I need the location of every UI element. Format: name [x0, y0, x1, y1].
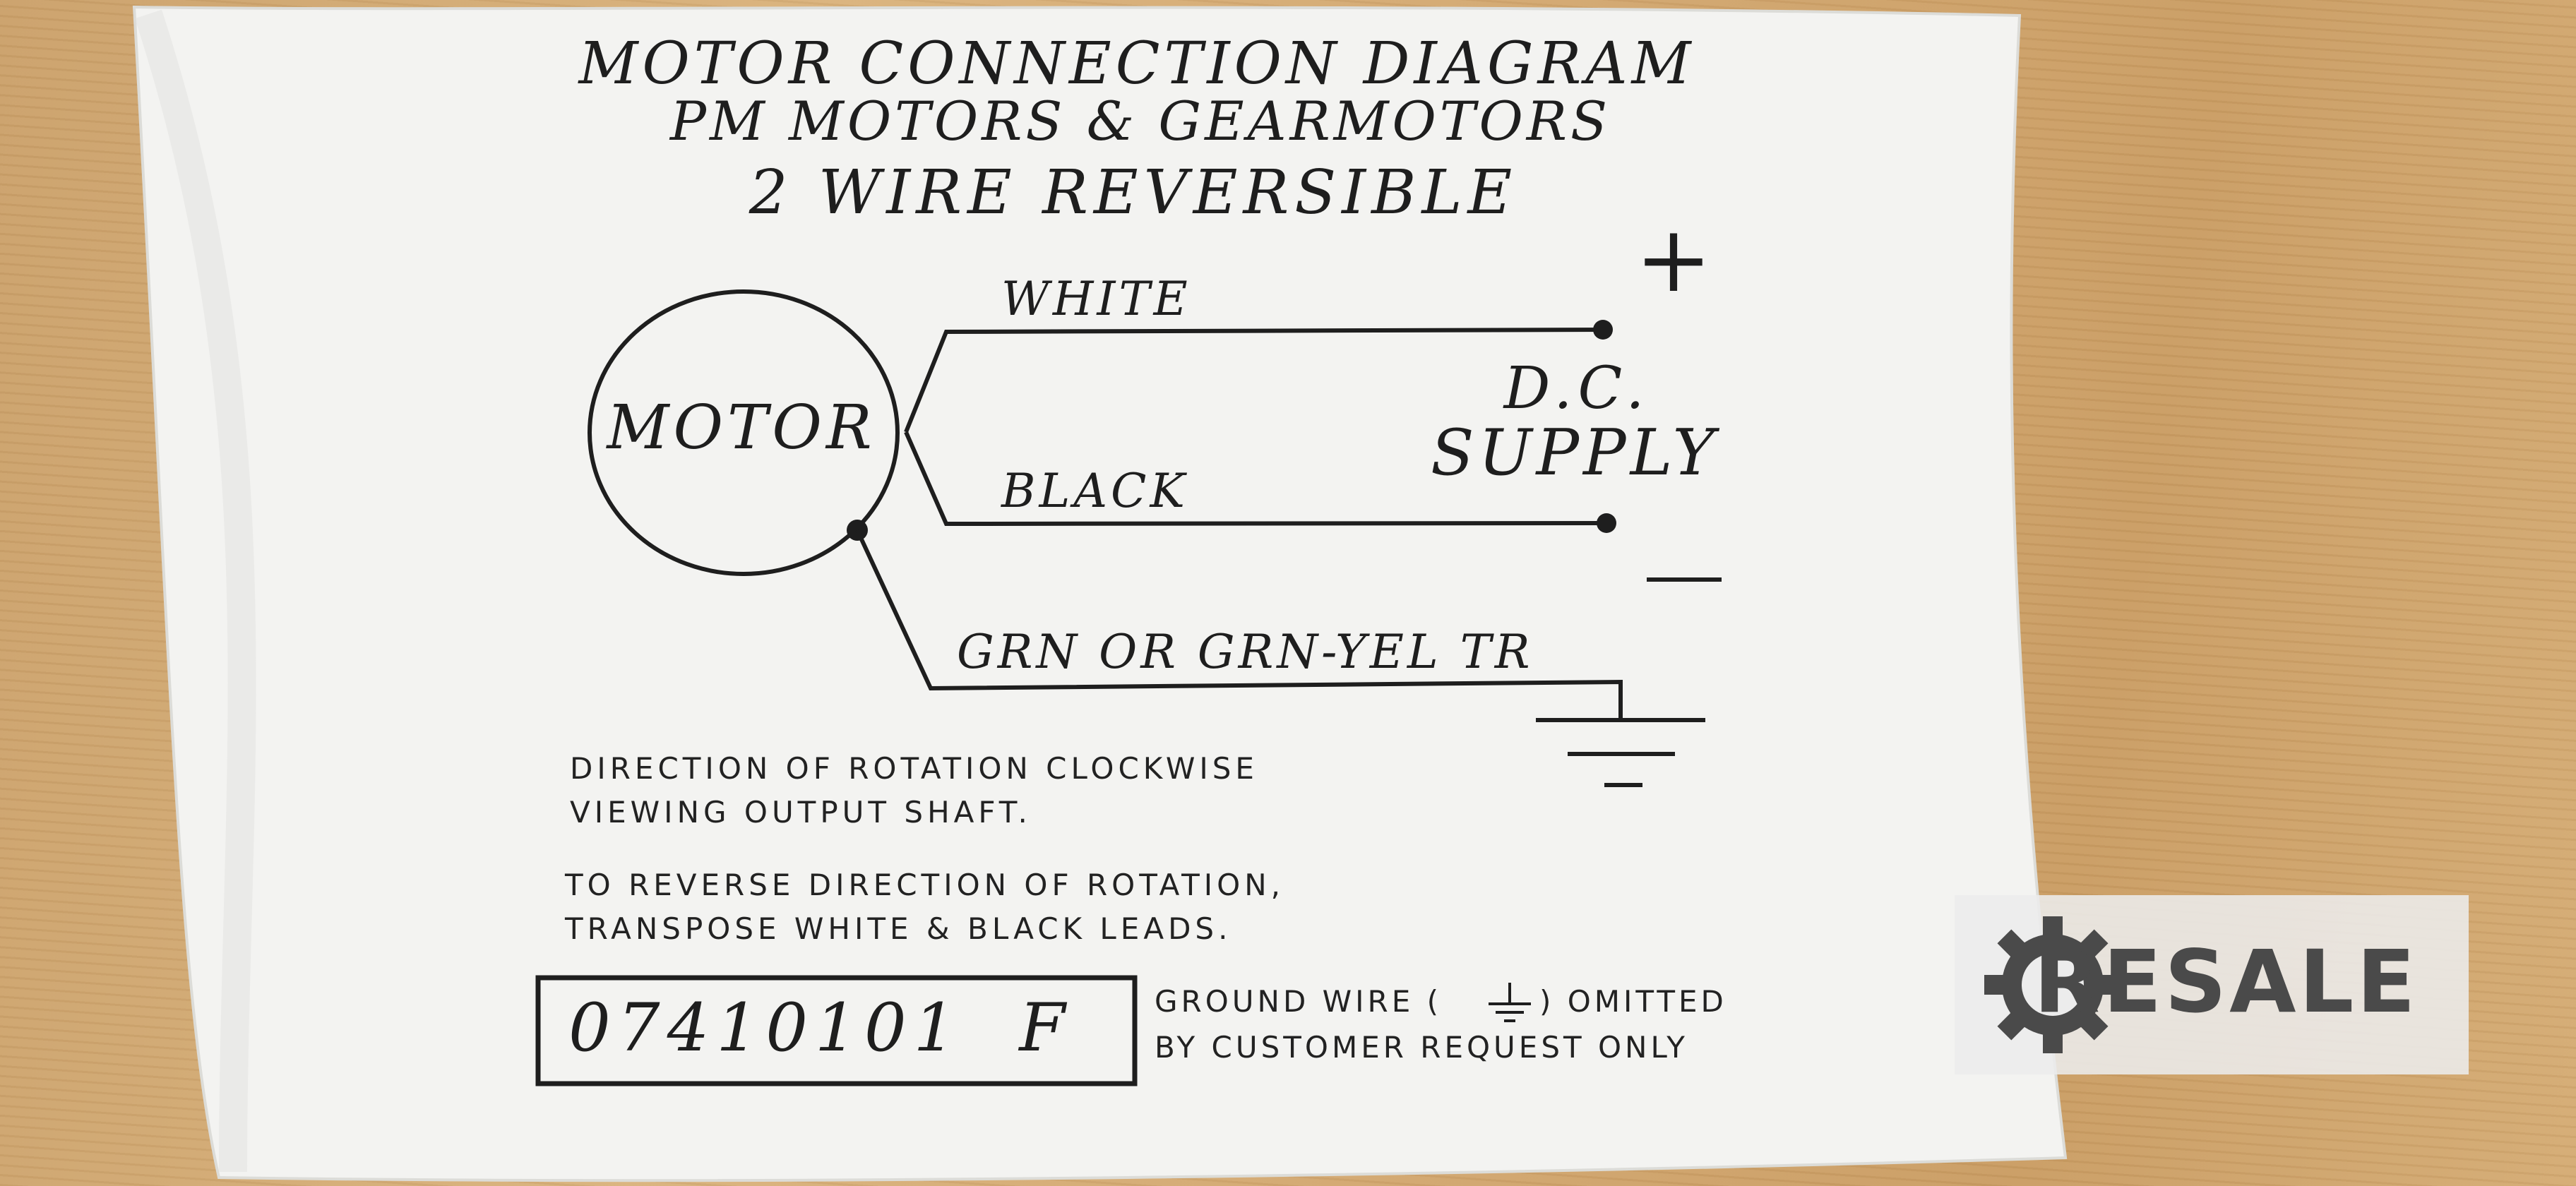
motor-circle	[588, 289, 900, 576]
white-terminal-dot	[1593, 320, 1613, 340]
resale-watermark-text: RESALE	[2034, 932, 2419, 1032]
paper-shadow-fold	[134, 9, 256, 1173]
small-ground-icon	[1489, 983, 1531, 1022]
white-wire	[904, 328, 1604, 433]
rotation-note-line1: DIRECTION OF ROTATION CLOCKWISE	[570, 751, 1258, 786]
rotation-note-line2: VIEWING OUTPUT SHAFT.	[570, 795, 1032, 829]
ground-wire-label: GRN OR GRN-YEL TR	[957, 625, 1533, 679]
reverse-note-line1: TO REVERSE DIRECTION OF ROTATION,	[564, 868, 1284, 902]
gear-icon	[1984, 916, 2121, 1053]
ground-omitted-line1-start: GROUND WIRE (	[1155, 984, 1442, 1019]
white-wire-label: WHITE	[1001, 272, 1191, 326]
ground-wire	[855, 529, 1623, 720]
diagram-subtitle: PM MOTORS & GEARMOTORS	[669, 90, 1611, 152]
reverse-note-line2: TRANSPOSE WHITE & BLACK LEADS.	[564, 911, 1232, 946]
motor-label: MOTOR	[605, 393, 876, 463]
ground-symbol-icon	[1536, 718, 1705, 787]
black-terminal-dot	[1597, 513, 1616, 533]
ground-omitted-line2: BY CUSTOMER REQUEST ONLY	[1155, 1030, 1688, 1065]
resale-watermark-logo: RESALE	[1955, 895, 2469, 1074]
supply-label-supply: SUPPLY	[1431, 416, 1720, 490]
paper-sheet	[132, 5, 2068, 1182]
part-number: 07410101 F	[568, 990, 1072, 1067]
supply-label-dc: D.C.	[1503, 355, 1650, 422]
diagram-wire-type: 2 WIRE REVERSIBLE	[749, 157, 1517, 228]
part-number-box	[535, 975, 1138, 1086]
black-wire-label: BLACK	[1001, 464, 1188, 518]
plus-symbol: +	[1635, 205, 1712, 313]
ground-omitted-line1-end: ) OMITTED	[1539, 984, 1727, 1019]
black-wire	[904, 431, 1607, 527]
diagram-title: MOTOR CONNECTION DIAGRAM	[578, 30, 1695, 97]
